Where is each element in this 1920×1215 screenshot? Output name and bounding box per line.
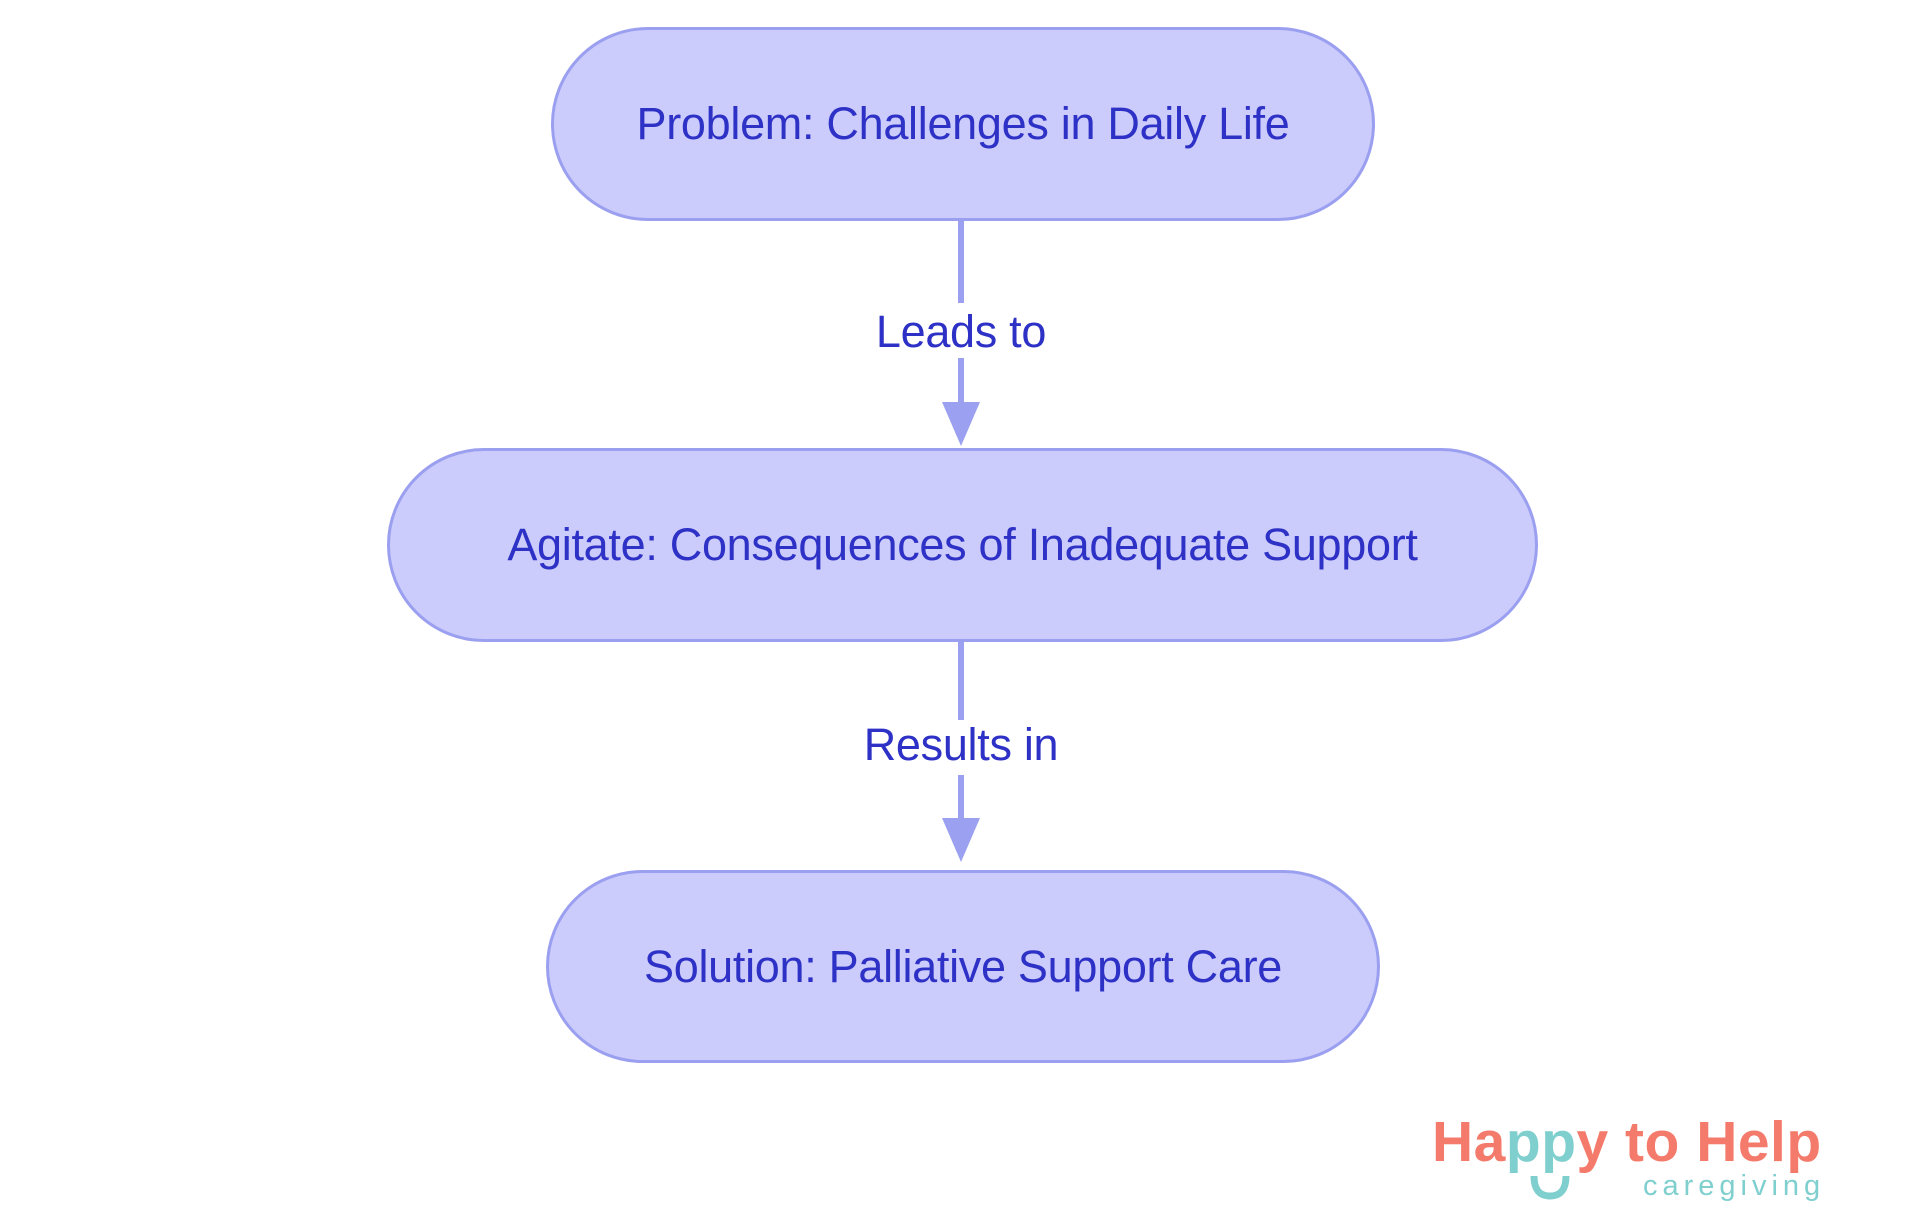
logo-wordmark: Happy to Help [1432, 1108, 1822, 1176]
logo-subtitle: caregiving [1643, 1170, 1826, 1202]
logo-text-pp: pp [1505, 1110, 1577, 1174]
smile-icon [1530, 1175, 1570, 1200]
arrow-down-icon [942, 402, 980, 446]
node-problem: Problem: Challenges in Daily Life [551, 27, 1375, 221]
edge-problem-to-agitate-line-lower [958, 358, 964, 404]
edge-label-results-in: Results in [863, 719, 1059, 770]
happy-to-help-logo: Happy to Help caregiving [1432, 1108, 1882, 1213]
node-solution: Solution: Palliative Support Care [546, 870, 1380, 1063]
edge-agitate-to-solution-line-upper [958, 642, 964, 720]
node-agitate: Agitate: Consequences of Inadequate Supp… [387, 448, 1538, 642]
arrow-down-icon [942, 818, 980, 862]
logo-text-ha: Ha [1432, 1110, 1506, 1174]
edge-label-leads-to: Leads to [875, 306, 1047, 357]
edge-agitate-to-solution-line-lower [958, 775, 964, 820]
edge-problem-to-agitate-line-upper [958, 221, 964, 303]
node-solution-label: Solution: Palliative Support Care [644, 940, 1282, 992]
node-problem-label: Problem: Challenges in Daily Life [636, 98, 1290, 149]
node-agitate-label: Agitate: Consequences of Inadequate Supp… [507, 519, 1418, 570]
logo-text-rest: y to Help [1576, 1110, 1822, 1174]
